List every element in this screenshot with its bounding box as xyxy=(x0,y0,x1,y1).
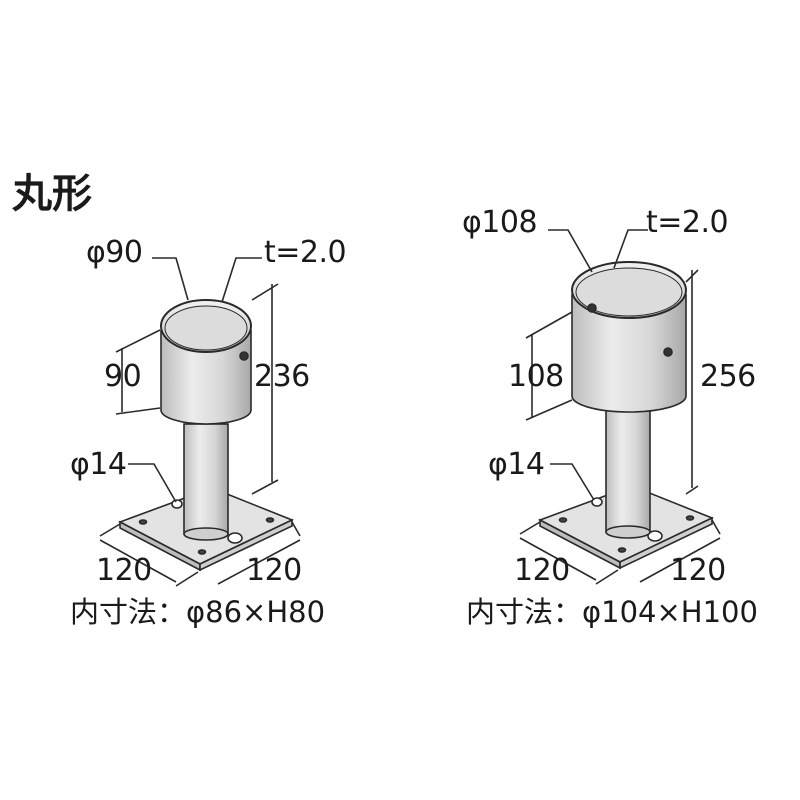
inner-dimension-right: 内寸法：φ104×H100 xyxy=(466,595,758,629)
anchor-hole-right-1 xyxy=(558,517,568,523)
anchor-hole-left-4 xyxy=(197,549,207,555)
post-base-right xyxy=(519,229,721,585)
anchor-hole-left-1 xyxy=(138,519,148,525)
screw-hole-left xyxy=(239,351,249,361)
thickness-right: t=2.0 xyxy=(646,205,729,240)
base-width-right-a: 120 xyxy=(514,553,570,588)
stem-right xyxy=(605,409,651,533)
thickness-left: t=2.0 xyxy=(264,235,347,270)
top-diameter-right: φ108 xyxy=(462,205,538,240)
total-height-right: 256 xyxy=(700,359,756,394)
base-width-right-b: 120 xyxy=(670,553,726,588)
shape-title: 丸形 xyxy=(12,171,92,217)
bolt-hole-right xyxy=(647,530,663,542)
cup-height-left: 90 xyxy=(104,359,142,394)
screw-hole-right-1 xyxy=(587,303,597,313)
top-diameter-left: φ90 xyxy=(86,235,143,270)
total-height-left: 236 xyxy=(254,359,310,394)
anchor-hole-left-3 xyxy=(265,517,275,523)
cup-right xyxy=(571,294,687,413)
post-base-left xyxy=(99,257,301,587)
bolt-hole-left xyxy=(227,532,243,544)
anchor-hole-right-3 xyxy=(685,515,695,521)
cup-left xyxy=(160,330,252,425)
inner-dimension-left: 内寸法：φ86×H80 xyxy=(70,595,326,629)
base-width-left-a: 120 xyxy=(96,553,152,588)
stem-left xyxy=(183,423,229,535)
screw-hole-right-2 xyxy=(663,347,673,357)
hole-diameter-left: φ14 xyxy=(70,447,127,482)
hole-diameter-right: φ14 xyxy=(488,447,545,482)
base-width-left-b: 120 xyxy=(246,553,302,588)
cup-height-right: 108 xyxy=(508,359,564,394)
anchor-hole-right-4 xyxy=(617,547,627,553)
